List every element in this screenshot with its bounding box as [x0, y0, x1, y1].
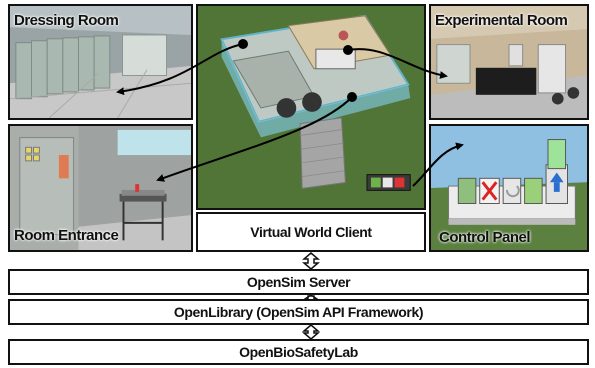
virtual-world-client-box: Virtual World Client [196, 212, 426, 252]
room-entrance-label: Room Entrance [14, 227, 119, 244]
experimental-room-scene: Experimental Room [429, 4, 589, 120]
close-icon [479, 177, 500, 204]
experimental-room-illustration [431, 6, 587, 118]
openbiosafetylab-label: OpenBioSafetyLab [239, 344, 358, 360]
dressing-room-label: Dressing Room [14, 12, 119, 29]
virtual-world-client-label: Virtual World Client [250, 224, 372, 240]
openlibrary-label: OpenLibrary (OpenSim API Framework) [173, 304, 424, 320]
room-entrance-scene: Room Entrance [8, 124, 193, 252]
opensim-server-box: OpenSim Server [8, 269, 589, 295]
control-panel-scene: Control Panel [429, 124, 589, 252]
opensim-server-label: OpenSim Server [246, 274, 351, 290]
client-server-connector [301, 252, 321, 270]
openlibrary-box: OpenLibrary (OpenSim API Framework) [8, 299, 589, 325]
experimental-room-label: Experimental Room [435, 12, 568, 29]
library-app-connector [301, 324, 321, 340]
control-panel-label: Control Panel [439, 229, 531, 246]
control-panel-illustration [431, 126, 587, 250]
openbiosafetylab-box: OpenBioSafetyLab [8, 339, 589, 365]
virtual-world-illustration [198, 6, 424, 208]
dressing-room-scene: Dressing Room [8, 4, 193, 120]
room-entrance-illustration [10, 126, 191, 250]
virtual-world-view [196, 4, 426, 210]
